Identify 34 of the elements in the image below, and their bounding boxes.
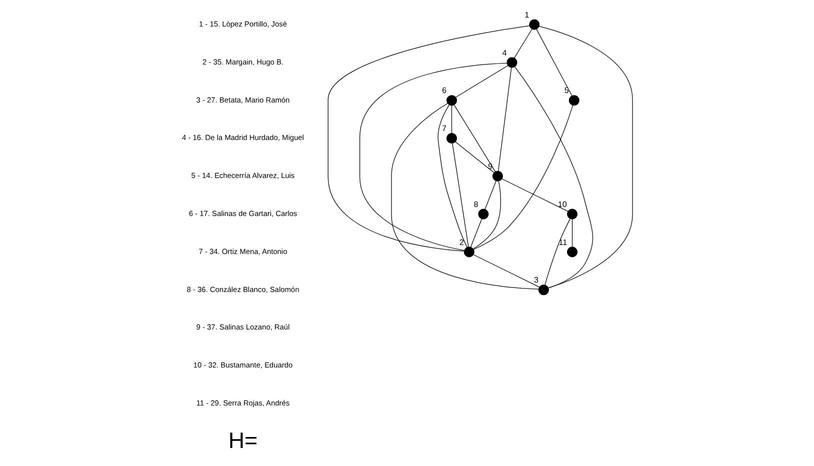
connector — [328, 26, 530, 252]
connector — [455, 65, 508, 98]
node-circle — [538, 284, 549, 296]
connector — [391, 103, 539, 290]
node-circle — [464, 246, 474, 258]
node-circle — [446, 132, 457, 144]
node-circle — [566, 208, 578, 220]
label: H= — [228, 428, 258, 454]
node-circle — [478, 208, 489, 220]
node-circle — [446, 95, 457, 106]
connector — [572, 218, 573, 248]
connector — [514, 28, 532, 58]
connector — [452, 143, 469, 248]
connector — [359, 62, 508, 251]
node-circle — [492, 170, 503, 182]
connector — [455, 141, 494, 173]
connector — [538, 26, 633, 288]
node-circle — [506, 57, 518, 68]
connector — [472, 181, 501, 250]
connector — [544, 218, 570, 286]
connector — [502, 178, 568, 212]
connector — [473, 105, 574, 250]
node-circle — [529, 19, 540, 30]
connector — [484, 180, 496, 210]
connector — [473, 254, 540, 288]
connector — [498, 67, 512, 172]
node-circle — [568, 95, 580, 106]
connector — [536, 28, 572, 96]
connector — [451, 105, 452, 134]
connector — [438, 104, 468, 248]
connector — [514, 66, 594, 288]
connector — [470, 218, 482, 248]
node-circle — [566, 246, 578, 258]
connector — [454, 104, 496, 172]
